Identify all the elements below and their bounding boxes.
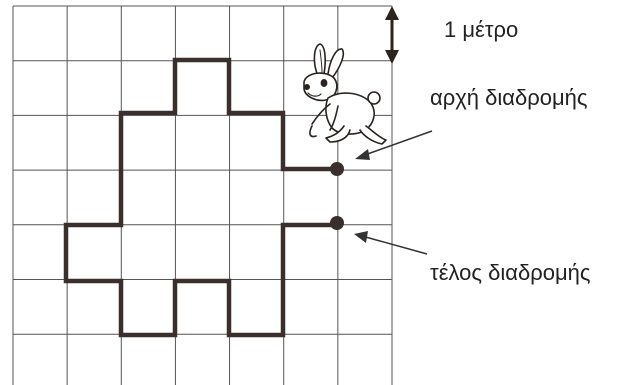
start-label: αρχή διαδρομής bbox=[430, 85, 588, 110]
rabbit-icon bbox=[304, 44, 386, 144]
end-label: τέλος διαδρομής bbox=[430, 260, 590, 285]
scale-arrow-icon bbox=[385, 6, 399, 64]
route-path bbox=[66, 60, 337, 335]
end-pointer-arrow bbox=[354, 231, 427, 254]
end-dot-icon bbox=[330, 216, 344, 230]
scale-label: 1 μέτρο bbox=[444, 17, 518, 42]
start-dot-icon bbox=[330, 162, 344, 176]
